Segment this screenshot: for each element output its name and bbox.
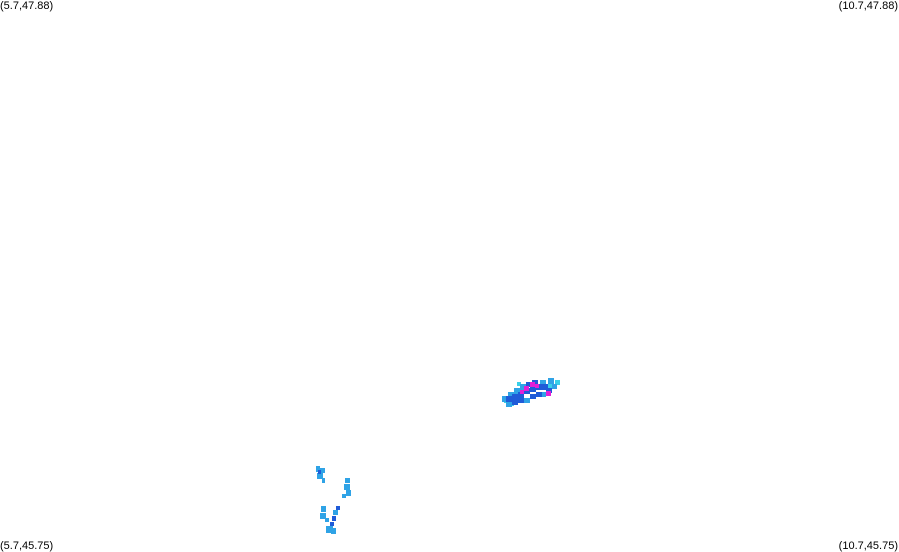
cluster-east xyxy=(502,378,560,407)
corner-label-bottom-left: (5.7,45.75) xyxy=(0,540,54,552)
corner-label-top-right: (10.7,47.88) xyxy=(838,0,898,12)
cluster-south xyxy=(316,466,351,534)
corner-label-top-left: (5.7,47.88) xyxy=(0,0,54,12)
corner-label-bottom-right: (10.7,45.75) xyxy=(838,540,898,552)
